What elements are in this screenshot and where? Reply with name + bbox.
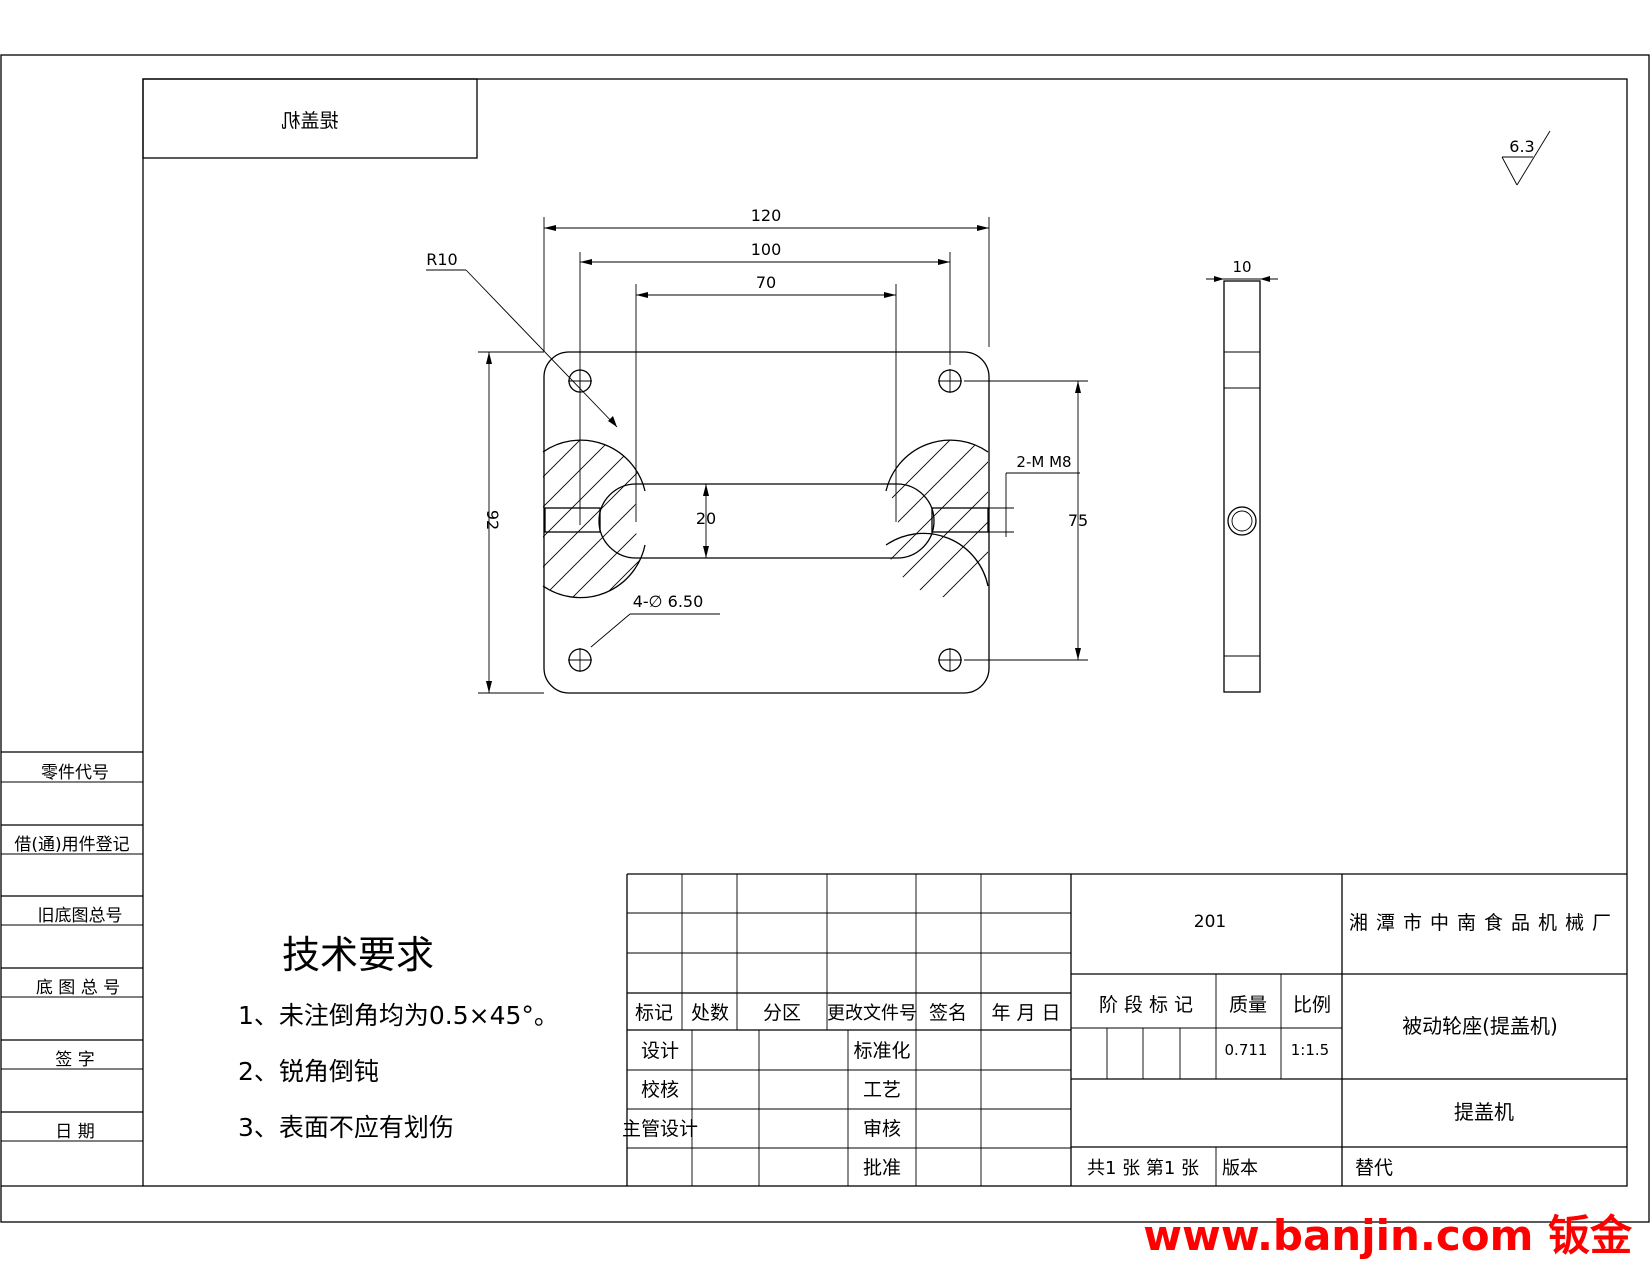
revision-header: 标记 (635, 1002, 673, 1024)
mass-label: 质量 (1229, 994, 1267, 1016)
side-block-label: 借(通)用件登记 (14, 835, 129, 855)
scale-label: 比例 (1293, 994, 1331, 1016)
tech-title: 技术要求 (282, 933, 434, 977)
inner-frame (142, 78, 1628, 1187)
approval-label: 校核 (641, 1079, 679, 1101)
approval-label: 工艺 (863, 1079, 901, 1101)
tech-item: 2、锐角倒钝 (238, 1057, 379, 1086)
roughness-value: 6.3 (1509, 137, 1534, 156)
dim-r10: R10 (426, 250, 457, 269)
dim-20: 20 (696, 509, 716, 528)
dim-92: 92 (483, 510, 502, 530)
scale-value: 1:1.5 (1291, 1041, 1329, 1059)
replace-label: 替代 (1355, 1157, 1393, 1179)
approval-label: 审核 (863, 1118, 901, 1140)
right-thread-bore (931, 507, 989, 533)
mounting-hole (568, 648, 592, 672)
side-registration-blocks: 零件代号 借(通)用件登记 旧底图总号 底 图 总 号 签 字 日 期 (1, 751, 143, 1142)
revision-header: 分区 (763, 1002, 801, 1024)
side-block-label: 旧底图总号 (38, 906, 123, 926)
dim-75: 75 (1068, 511, 1088, 530)
company-name: 湘潭市中南食品机械厂 (1349, 912, 1619, 934)
outer-frame (0, 54, 1650, 1223)
side-block-label: 零件代号 (41, 763, 109, 783)
side-block-label: 日 期 (55, 1122, 94, 1142)
mounting-hole (938, 648, 962, 672)
dimension-lines: 120 100 70 R10 92 20 75 (426, 206, 1088, 694)
version-label: 版本 (1222, 1158, 1258, 1179)
title-block: 标记 处数 分区 更改文件号 签名 年 月 日 设计 标准化 校核 工艺 主管设… (622, 873, 1627, 1186)
dim-holes: 4-∅ 6.50 (633, 592, 704, 611)
dim-10: 10 (1232, 258, 1251, 276)
dim-70: 70 (756, 273, 776, 292)
drawing-number: 201 (1194, 912, 1226, 932)
revision-header: 签名 (929, 1002, 967, 1024)
dim-100: 100 (751, 240, 782, 259)
side-block-label: 底 图 总 号 (36, 978, 120, 998)
side-view: 10 (1206, 258, 1278, 693)
revision-header: 更改文件号 (827, 1003, 917, 1024)
dim-120: 120 (751, 206, 782, 225)
approval-label: 主管设计 (622, 1118, 698, 1140)
tech-item: 3、表面不应有划伤 (238, 1113, 454, 1142)
watermark: www.banjin.com 钣金 (1143, 1211, 1632, 1260)
mirror-label-box (142, 78, 478, 159)
mass-value: 0.711 (1225, 1041, 1268, 1059)
left-thread-bore (544, 507, 601, 533)
roughness-symbol: 6.3 (1501, 130, 1551, 186)
center-slot (598, 483, 935, 559)
side-block-label: 签 字 (55, 1050, 94, 1070)
mirror-label: 提盖机 (281, 110, 338, 132)
technical-requirements: 技术要求 1、未注倒角均为0.5×45°。 2、锐角倒钝 3、表面不应有划伤 (238, 933, 559, 1142)
revision-header: 年 月 日 (991, 1002, 1060, 1024)
approval-label: 设计 (641, 1040, 679, 1062)
mounting-hole (938, 369, 962, 393)
tech-item: 1、未注倒角均为0.5×45°。 (238, 1001, 559, 1030)
machine-name: 提盖机 (1454, 1100, 1514, 1124)
part-name: 被动轮座(提盖机) (1402, 1014, 1558, 1038)
approval-label: 批准 (863, 1157, 901, 1179)
approval-label: 标准化 (853, 1040, 910, 1062)
revision-header: 处数 (691, 1002, 729, 1024)
stage-label: 阶 段 标 记 (1099, 994, 1193, 1016)
dim-thread: 2-M M8 (1016, 453, 1071, 471)
sheet-count: 共1 张 第1 张 (1087, 1158, 1199, 1179)
plate-outline (543, 351, 990, 694)
